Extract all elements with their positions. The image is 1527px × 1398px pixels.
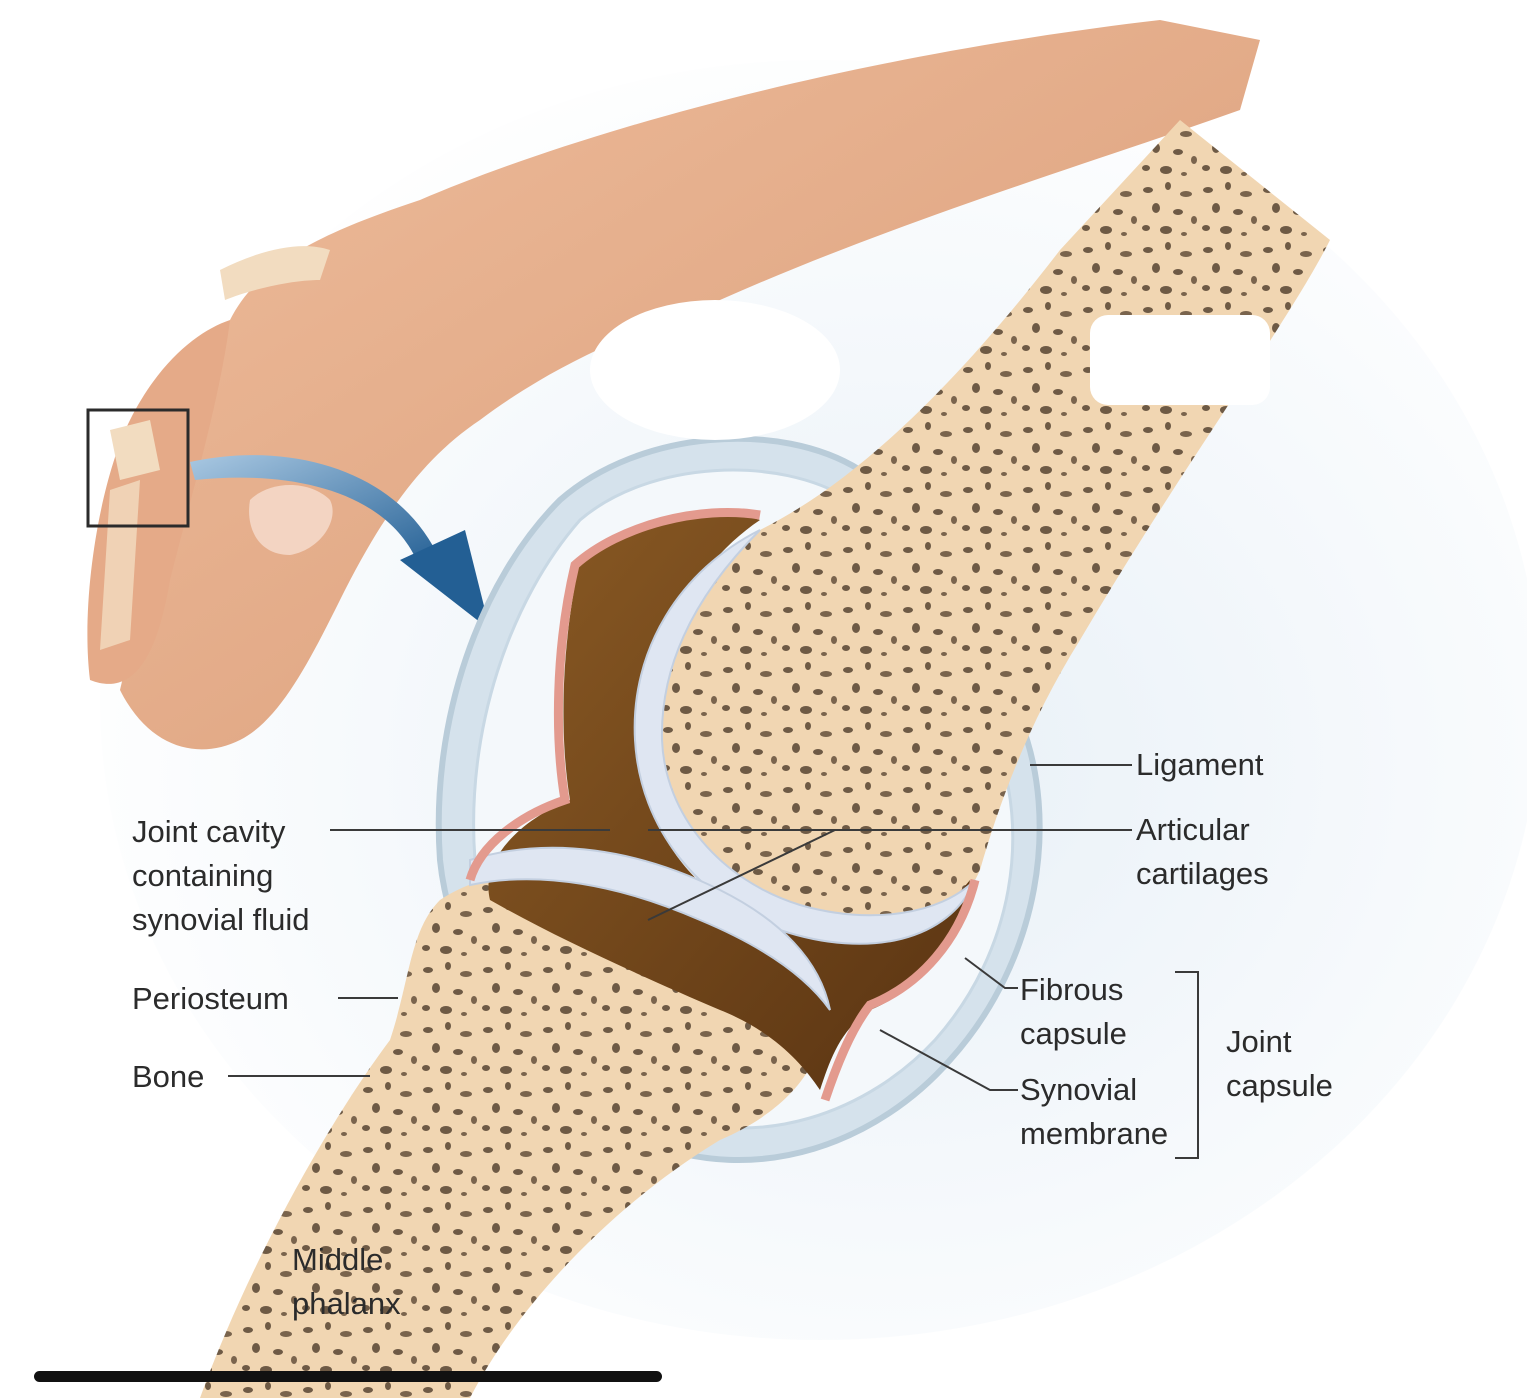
label-middle-1: Middle: [292, 1242, 383, 1277]
label-articular-1: Articular: [1136, 812, 1250, 847]
label-ligament: Ligament: [1136, 747, 1264, 782]
blank-patch-left: [590, 300, 840, 440]
joint-cavity-fluid: [488, 512, 970, 1090]
fingernail: [249, 485, 333, 555]
label-joint-capsule-1: Joint: [1226, 1024, 1292, 1059]
label-bone: Bone: [132, 1059, 204, 1094]
label-joint-cavity-3: synovial fluid: [132, 902, 309, 937]
blank-patch-right: [1090, 315, 1270, 405]
label-middle-2: phalanx: [292, 1286, 401, 1321]
home-indicator-bar: [34, 1371, 662, 1382]
label-fibrous-2: capsule: [1020, 1016, 1127, 1051]
middle-phalanx: [200, 870, 822, 1398]
synovial-membrane-right: [820, 878, 980, 1102]
label-joint-capsule-2: capsule: [1226, 1068, 1333, 1103]
zoom-box: [86, 408, 190, 528]
label-joint-cavity-1: Joint cavity: [132, 814, 286, 849]
label-periosteum: Periosteum: [132, 981, 289, 1016]
labels: Ligament Articular cartilages Joint cavi…: [132, 747, 1333, 1321]
synovial-membrane-left: [465, 508, 761, 882]
leader-lines: [228, 764, 1199, 1159]
label-joint-cavity-2: containing: [132, 858, 273, 893]
label-fibrous-1: Fibrous: [1020, 972, 1123, 1007]
label-articular-2: cartilages: [1136, 856, 1269, 891]
zoom-arrow: [190, 455, 490, 630]
articular-cartilage-lower: [469, 846, 831, 1011]
label-synovial-1: Synovial: [1020, 1072, 1137, 1107]
hand-illustration: [87, 20, 1260, 750]
label-synovial-2: membrane: [1020, 1116, 1168, 1151]
